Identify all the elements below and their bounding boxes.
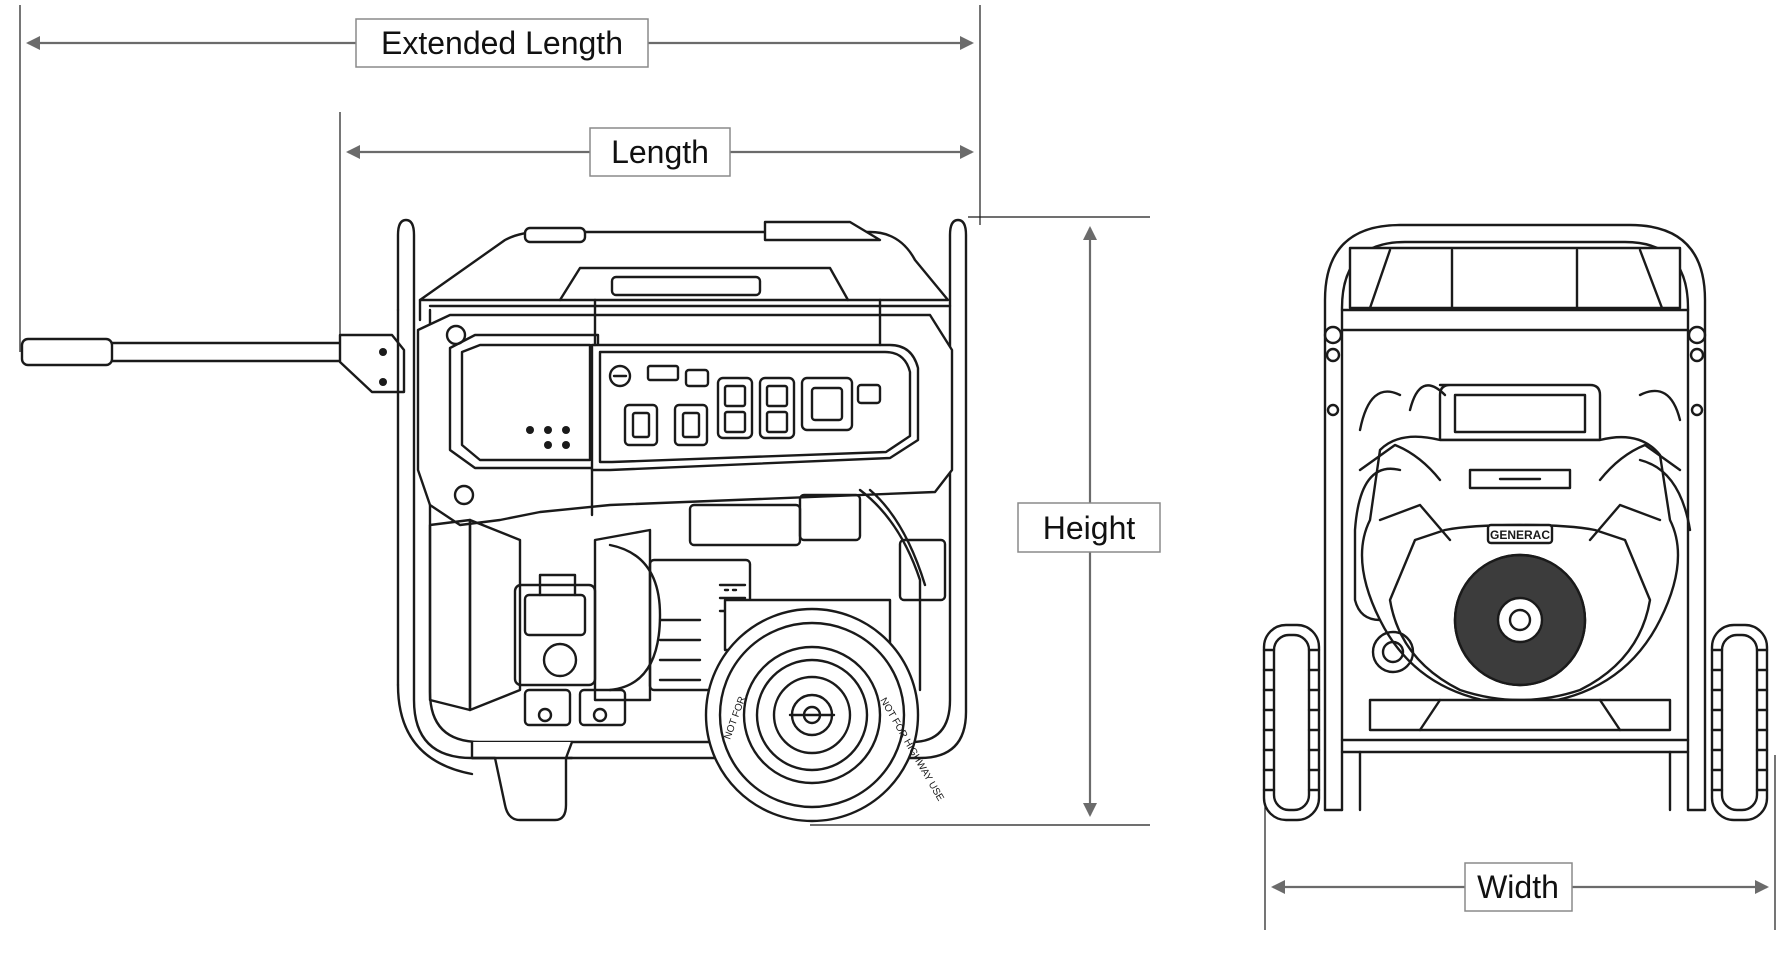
- generator-side-view: NOT FOR HIGHWAY USE NOT FOR: [20, 218, 968, 823]
- side-wheel: NOT FOR HIGHWAY USE NOT FOR: [704, 598, 946, 823]
- engine-block: [428, 488, 947, 727]
- front-brand-text: GENERAC: [1490, 528, 1550, 542]
- generator-front-view: GENERAC: [1262, 223, 1769, 822]
- dimension-arrows: [26, 36, 1769, 894]
- fuel-tank: [418, 220, 952, 322]
- label-width-text: Width: [1477, 869, 1559, 905]
- label-width: Width: [1464, 862, 1573, 912]
- front-engine: GENERAC: [1353, 383, 1692, 707]
- front-wheel-right: [1710, 623, 1769, 822]
- label-extended-length: Extended Length: [355, 18, 649, 68]
- front-wheel-left: [1262, 623, 1321, 822]
- side-feet: [470, 740, 574, 822]
- control-panel: [416, 298, 954, 527]
- front-frame: [1323, 223, 1707, 812]
- label-length: Length: [589, 127, 731, 177]
- label-length-text: Length: [611, 134, 709, 170]
- front-base: [1323, 698, 1707, 812]
- side-frame: [396, 218, 968, 776]
- handle-bar: [20, 333, 406, 394]
- label-height: Height: [1017, 502, 1161, 553]
- label-extended-length-text: Extended Length: [381, 25, 623, 61]
- label-height-text: Height: [1043, 510, 1136, 546]
